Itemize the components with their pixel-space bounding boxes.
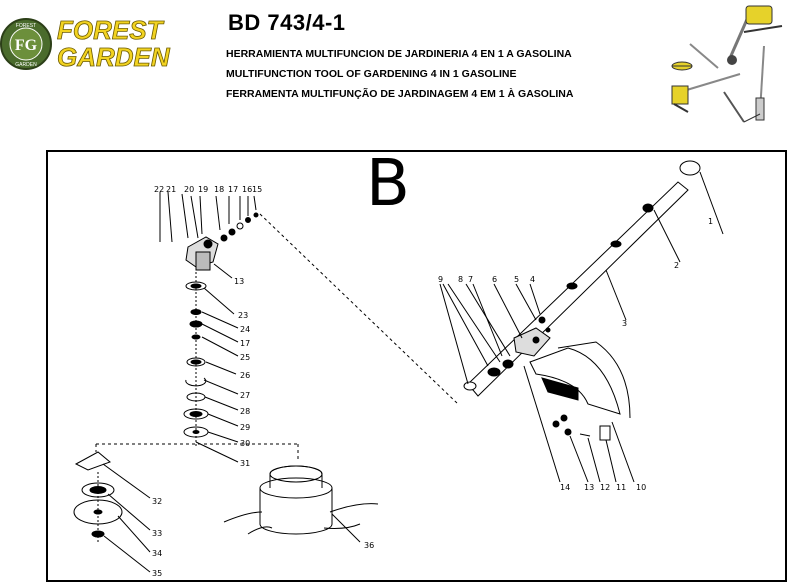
part-label-30: 30: [240, 439, 250, 448]
brand-name-line1: FOREST: [57, 15, 165, 45]
part-label-6: 6: [492, 275, 497, 284]
logo-emblem-letters: FG: [15, 37, 38, 54]
logo-ring-top: FOREST: [16, 23, 36, 29]
part-label-5: 5: [514, 275, 519, 284]
hedge-trimmer-icon: [671, 73, 741, 113]
blade-parts-left: [73, 451, 151, 573]
part-label-15: 15: [252, 185, 262, 194]
part-label-24: 24: [240, 325, 250, 334]
part-label-8: 8: [458, 275, 463, 284]
part-label-33: 33: [152, 529, 162, 538]
part-label-13: 13: [234, 277, 244, 286]
part-label-31: 31: [240, 459, 250, 468]
part-label-9: 9: [438, 275, 443, 284]
part-label-19: 19: [198, 185, 208, 194]
part-label-7: 7: [468, 275, 473, 284]
brushcutter-tool-icon: [727, 5, 783, 65]
part-label-1: 1: [708, 217, 713, 226]
part-label-27: 27: [240, 391, 250, 400]
title-english: MULTIFUNCTION TOOL OF GARDENING 4 IN 1 G…: [226, 68, 517, 80]
part-label-20: 20: [184, 185, 194, 194]
pole-saw-icon: [723, 45, 765, 123]
part-label-23: 23: [238, 311, 248, 320]
section-letter: B: [366, 147, 410, 221]
part-label-14: 14: [560, 483, 570, 492]
part-label-28: 28: [240, 407, 250, 416]
guard-assembly: [439, 283, 635, 483]
tool-attachments-illustration: [660, 2, 800, 134]
title-portuguese: FERRAMENTA MULTIFUNÇÃO DE JARDINAGEM 4 E…: [226, 88, 574, 100]
part-label-17: 17: [228, 185, 238, 194]
part-label-11: 11: [616, 483, 626, 492]
logo-ring-bottom: GARDEN: [15, 62, 37, 68]
title-spanish: HERRAMIENTA MULTIFUNCION DE JARDINERIA 4…: [226, 48, 572, 60]
product-titles: HERRAMIENTA MULTIFUNCION DE JARDINERIA 4…: [226, 44, 573, 104]
part-label-10: 10: [636, 483, 646, 492]
part-label-12: 12: [600, 483, 610, 492]
part-label-21: 21: [166, 185, 176, 194]
part-label-34: 34: [152, 549, 162, 558]
part-label-17b: 17: [240, 339, 250, 348]
part-label-4: 4: [530, 275, 535, 284]
exploded-parts-diagram: B: [46, 150, 787, 582]
model-number: BD 743/4-1: [228, 10, 346, 35]
part-label-29: 29: [240, 423, 250, 432]
part-label-2: 2: [674, 261, 679, 270]
trimmer-head: [223, 465, 379, 543]
brand-name-line2: GARDEN: [57, 42, 171, 72]
part-label-16: 16: [242, 185, 252, 194]
part-label-25: 25: [240, 353, 250, 362]
part-label-3: 3: [622, 319, 627, 328]
part-label-13b: 13: [584, 483, 594, 492]
brand-logo: FG FOREST GARDEN FOREST GARDEN: [0, 6, 215, 76]
part-label-35: 35: [152, 569, 162, 578]
trimmer-head-icon: [671, 43, 719, 71]
part-label-26: 26: [240, 371, 250, 380]
part-label-36: 36: [364, 541, 374, 550]
part-label-18: 18: [214, 185, 224, 194]
diagram-drawing: 1 2 3 4 5 6 7 8 9 10 11 12 13 14 15 16 1…: [73, 160, 724, 578]
part-label-22: 22: [154, 185, 164, 194]
gearbox-assembly: [183, 212, 459, 447]
part-label-32: 32: [152, 497, 162, 506]
